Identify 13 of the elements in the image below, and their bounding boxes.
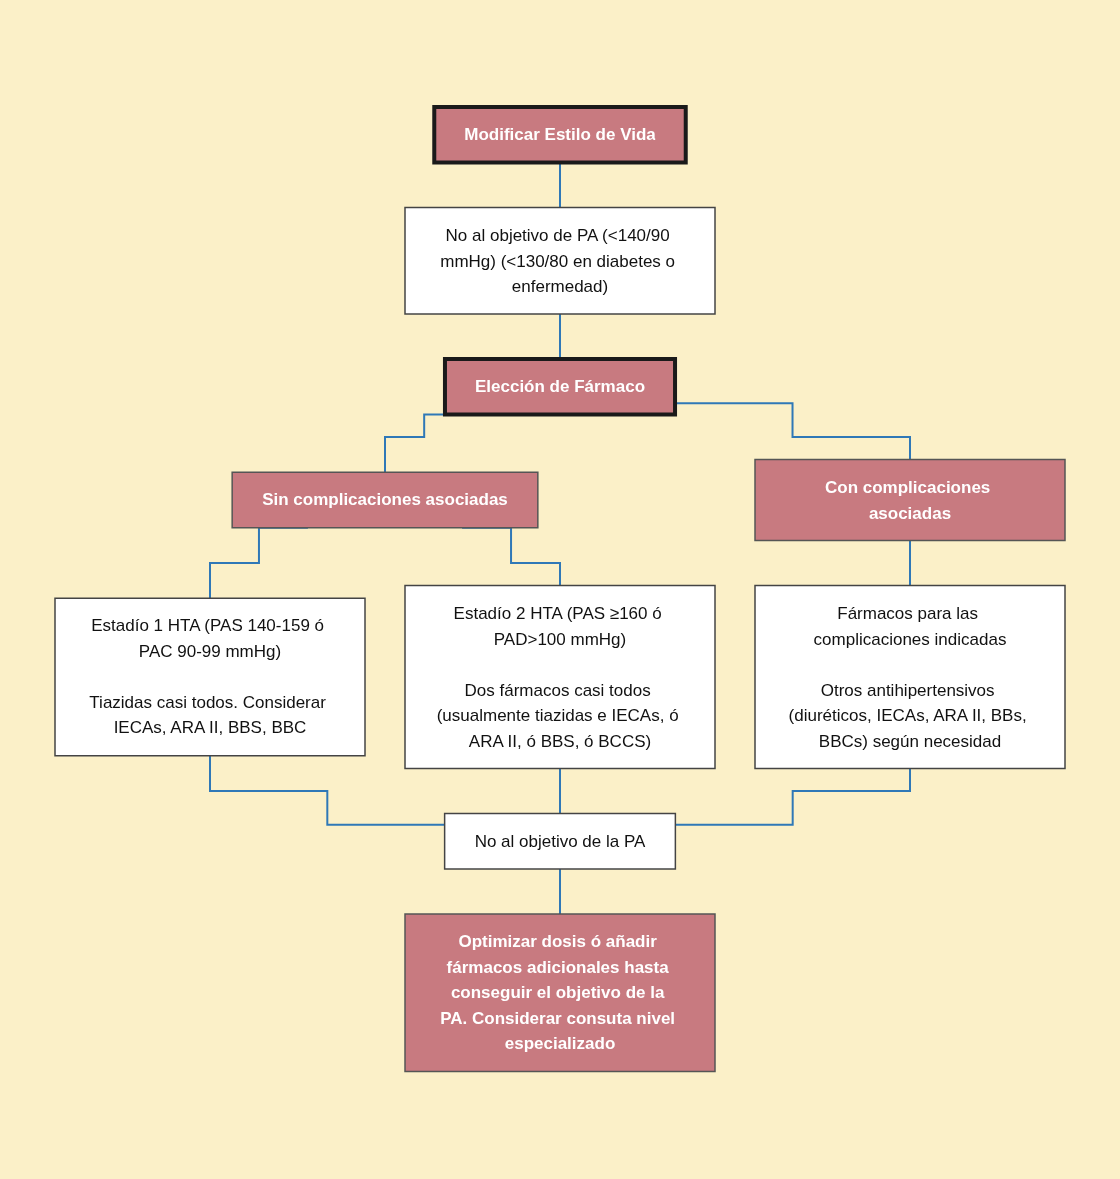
node-box: Sin complicaciones asociadas (231, 471, 539, 529)
connector (559, 868, 561, 916)
node-box: Optimizar dosis ó añadir fármacos adicionales hasta conseguir el objetivo de la PA. Considerar consuta nivel especializado (404, 913, 716, 1073)
node-box: Elección de Fármaco (442, 357, 678, 417)
node-box: Estadío 2 HTA (PAS ≥160 ó PAD>100 mmHg) Dos fármacos casi todos (usualmente tiazidas e IECAs, ó ARA II, ó BBS, ó BCCS) (404, 585, 716, 770)
node-box: No al objetivo de PA (<140/90 mmHg) (<130/80 en diabetes o enfermedad) (404, 207, 716, 315)
node-box: Fármacos para las complicaciones indicadas Otros antihipertensivos (diuréticos, IECAs, ARA II, BBs, BBCs) según necesidad (754, 585, 1066, 770)
node-box: Con complicaciones asociadas (754, 459, 1066, 542)
node-box: No al objetivo de la PA (443, 813, 677, 870)
connector (909, 539, 911, 587)
node-box: Modificar Estilo de Vida (432, 105, 688, 165)
connector (559, 767, 561, 815)
node-box: Estadío 1 HTA (PAS 140-159 ó PAC 90-99 mmHg) Tiazidas casi todos. Considerar IECAs, ARA II, BBS, BBC (54, 597, 366, 757)
